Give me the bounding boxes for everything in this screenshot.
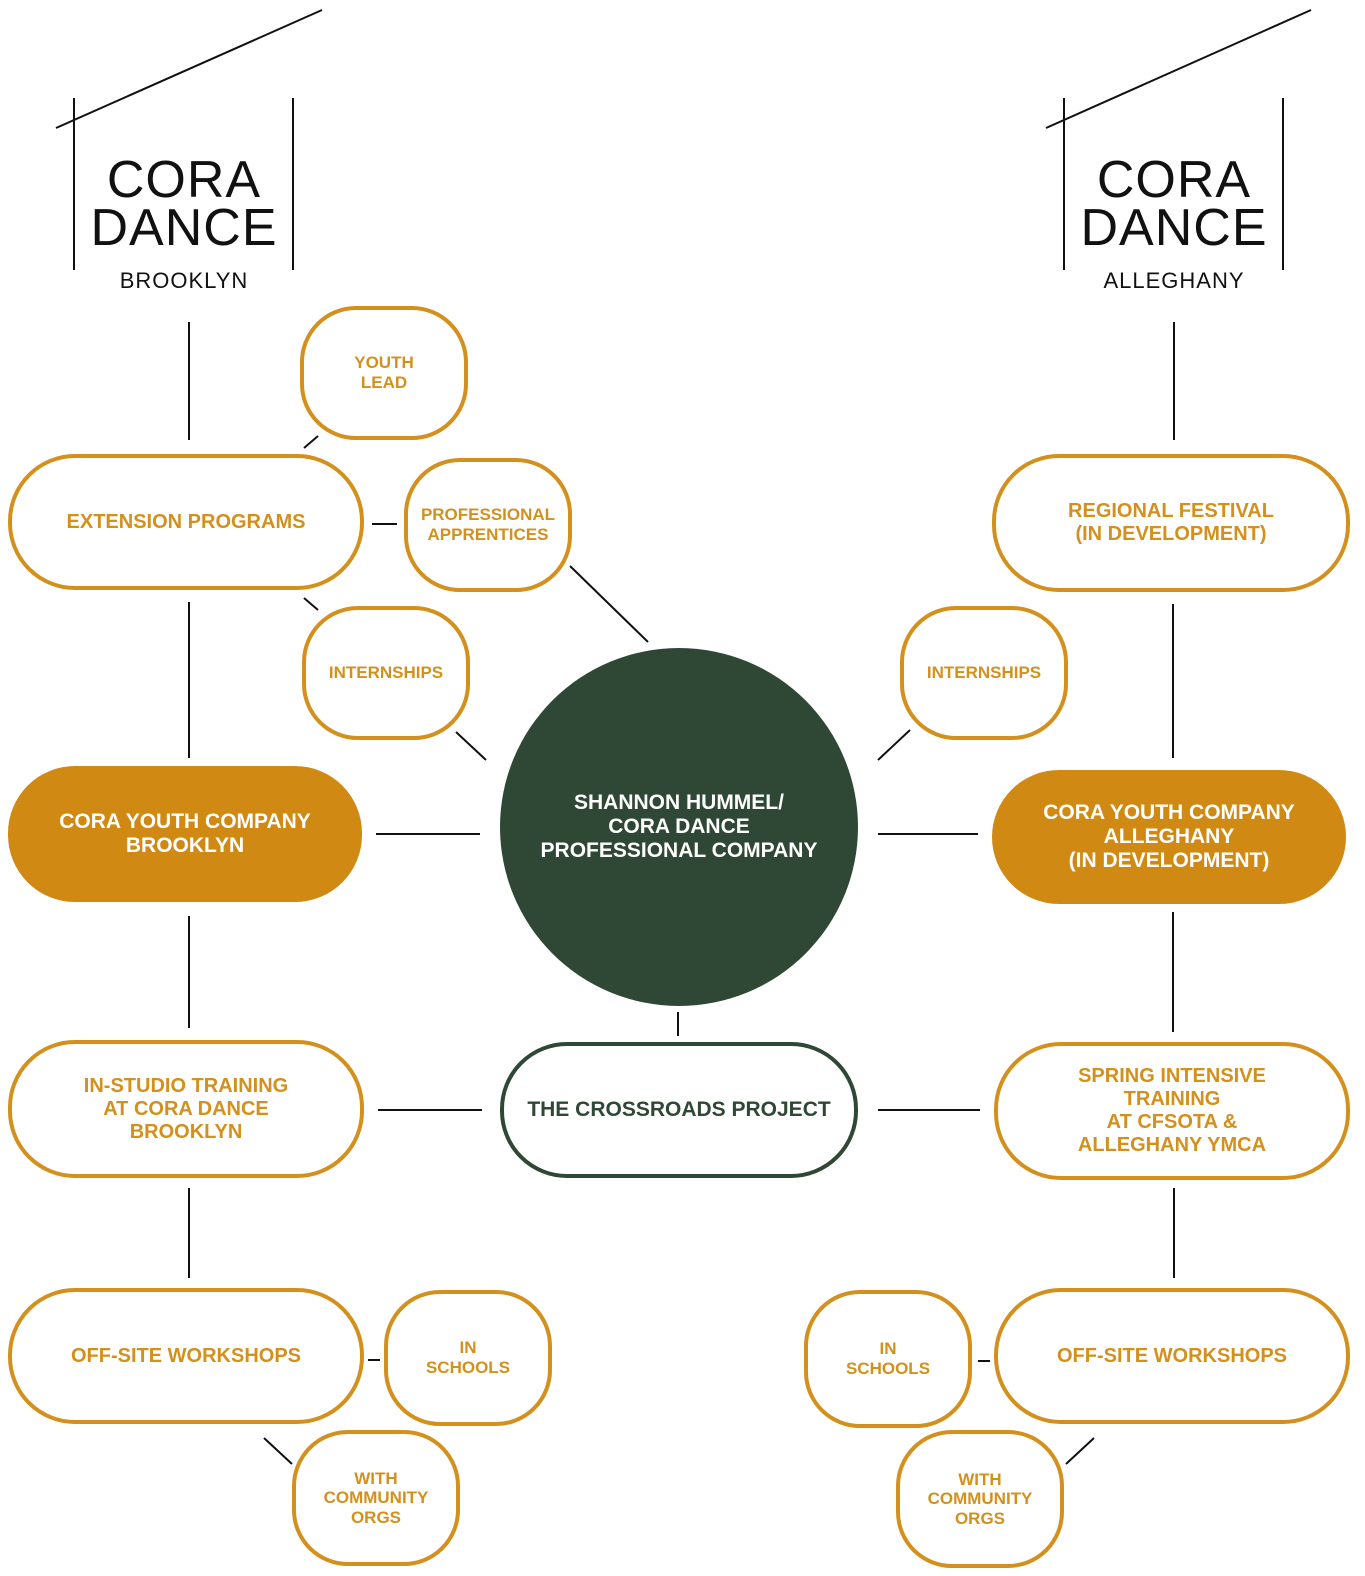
alleghany-in-schools-node: IN SCHOOLS bbox=[804, 1290, 972, 1428]
youth-lead-node: YOUTH LEAD bbox=[300, 306, 468, 440]
cora-youth-company-brooklyn-node: CORA YOUTH COMPANY BROOKLYN bbox=[8, 766, 362, 902]
professional-apprentices-node: PROFESSIONAL APPRENTICES bbox=[404, 458, 572, 592]
alleghany-internships-node: INTERNSHIPS bbox=[900, 606, 1068, 740]
alleghany-community-orgs-node: WITH COMMUNITY ORGS bbox=[896, 1430, 1064, 1568]
spring-intensive-training-node: SPRING INTENSIVE TRAINING AT CFSOTA & AL… bbox=[994, 1042, 1350, 1180]
cora-youth-company-alleghany-node: CORA YOUTH COMPANY ALLEGHANY (IN DEVELOP… bbox=[992, 770, 1346, 904]
crossroads-project-node: THE CROSSROADS PROJECT bbox=[500, 1042, 858, 1178]
brooklyn-logo-location: BROOKLYN bbox=[119, 268, 249, 293]
brooklyn-community-orgs-node: WITH COMMUNITY ORGS bbox=[292, 1430, 460, 1566]
in-studio-training-node: IN-STUDIO TRAINING AT CORA DANCE BROOKLY… bbox=[8, 1040, 364, 1178]
alleghany-logo-location: ALLEGHANY bbox=[1103, 268, 1245, 293]
brooklyn-in-schools-node: IN SCHOOLS bbox=[384, 1290, 552, 1426]
brooklyn-logo-title: CORA DANCE bbox=[84, 151, 284, 257]
regional-festival-node: REGIONAL FESTIVAL (IN DEVELOPMENT) bbox=[992, 454, 1350, 592]
logo-line-cora: CORA bbox=[106, 151, 262, 209]
professional-company-node: SHANNON HUMMEL/ CORA DANCE PROFESSIONAL … bbox=[500, 648, 858, 1006]
logo-line-cora: CORA bbox=[1096, 151, 1252, 209]
brooklyn-off-site-workshops-node: OFF-SITE WORKSHOPS bbox=[8, 1288, 364, 1424]
logo-line-dance: DANCE bbox=[90, 199, 278, 257]
alleghany-logo-title: CORA DANCE bbox=[1074, 151, 1274, 257]
extension-programs-node: EXTENSION PROGRAMS bbox=[8, 454, 364, 590]
brooklyn-internships-node: INTERNSHIPS bbox=[302, 606, 470, 740]
alleghany-off-site-workshops-node: OFF-SITE WORKSHOPS bbox=[994, 1288, 1350, 1424]
logo-line-dance: DANCE bbox=[1080, 199, 1268, 257]
